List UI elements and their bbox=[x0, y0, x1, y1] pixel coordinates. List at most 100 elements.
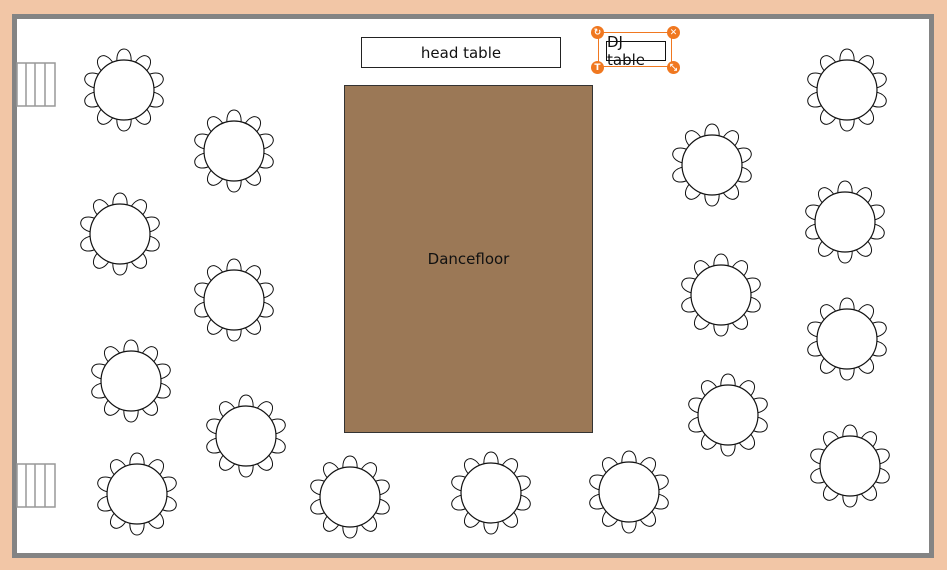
close-icon[interactable]: ✕ bbox=[667, 26, 680, 39]
chair bbox=[359, 514, 378, 532]
chair bbox=[243, 317, 262, 335]
chair bbox=[129, 520, 145, 536]
chair bbox=[819, 55, 838, 73]
table-top bbox=[816, 59, 878, 121]
round-table[interactable] bbox=[809, 424, 891, 508]
round-table[interactable] bbox=[83, 48, 165, 132]
chair bbox=[693, 312, 712, 330]
chair bbox=[140, 398, 159, 416]
chair bbox=[243, 265, 262, 283]
resize-icon[interactable]: ⤡ bbox=[667, 61, 680, 74]
round-table[interactable] bbox=[450, 451, 532, 535]
chair bbox=[96, 55, 115, 73]
chair bbox=[854, 239, 873, 257]
chair bbox=[463, 458, 482, 476]
chair bbox=[322, 462, 341, 480]
chair bbox=[92, 199, 111, 217]
table-top bbox=[681, 134, 743, 196]
selection-box[interactable] bbox=[598, 32, 672, 67]
chair bbox=[684, 182, 703, 200]
round-table[interactable] bbox=[79, 192, 161, 276]
round-table[interactable] bbox=[193, 258, 275, 342]
rotate-icon[interactable]: ↻ bbox=[591, 26, 604, 39]
dj-table-label: DJ table bbox=[607, 33, 645, 69]
chair bbox=[730, 260, 749, 278]
chair bbox=[342, 523, 358, 539]
chair bbox=[817, 187, 836, 205]
chair bbox=[856, 107, 875, 125]
chair bbox=[839, 48, 855, 64]
chair bbox=[737, 380, 756, 398]
chair bbox=[839, 297, 855, 313]
chair bbox=[206, 116, 225, 134]
chair bbox=[255, 401, 274, 419]
dj-table[interactable]: DJ table bbox=[606, 33, 666, 69]
chair bbox=[621, 518, 637, 534]
chair bbox=[238, 462, 254, 478]
chair bbox=[704, 191, 720, 207]
chair bbox=[109, 459, 128, 477]
dancefloor-label: Dancefloor bbox=[427, 250, 510, 268]
stairs bbox=[16, 463, 56, 508]
round-table[interactable] bbox=[205, 394, 287, 478]
chair bbox=[693, 260, 712, 278]
chair bbox=[837, 180, 853, 196]
chair bbox=[839, 116, 855, 132]
chair bbox=[700, 432, 719, 450]
chair bbox=[842, 492, 858, 508]
table-top bbox=[697, 384, 759, 446]
chair bbox=[638, 509, 657, 527]
chair bbox=[146, 459, 165, 477]
chair bbox=[856, 55, 875, 73]
chair bbox=[704, 123, 720, 139]
round-table[interactable] bbox=[309, 455, 391, 539]
chair bbox=[837, 248, 853, 264]
chair bbox=[483, 451, 499, 467]
chair bbox=[226, 258, 242, 274]
chair bbox=[601, 509, 620, 527]
round-table[interactable] bbox=[806, 297, 888, 381]
chair bbox=[713, 253, 729, 269]
dancefloor[interactable]: Dancefloor bbox=[344, 85, 593, 433]
round-table[interactable] bbox=[588, 450, 670, 534]
chair bbox=[206, 317, 225, 335]
round-table[interactable] bbox=[96, 452, 178, 536]
chair bbox=[255, 453, 274, 471]
round-table[interactable] bbox=[193, 109, 275, 193]
round-table[interactable] bbox=[804, 180, 886, 264]
chair bbox=[112, 260, 128, 276]
chair bbox=[839, 365, 855, 381]
round-table[interactable] bbox=[680, 253, 762, 337]
round-table[interactable] bbox=[687, 373, 769, 457]
chair bbox=[721, 130, 740, 148]
chair bbox=[601, 457, 620, 475]
chair bbox=[238, 394, 254, 410]
chair bbox=[621, 450, 637, 466]
table-top bbox=[819, 435, 881, 497]
chair bbox=[243, 168, 262, 186]
head-table[interactable]: head table bbox=[361, 37, 561, 68]
chair bbox=[342, 455, 358, 471]
text-icon[interactable]: T bbox=[591, 61, 604, 74]
chair bbox=[856, 356, 875, 374]
chair bbox=[146, 511, 165, 529]
round-table[interactable] bbox=[806, 48, 888, 132]
table-top bbox=[106, 463, 168, 525]
chair bbox=[700, 380, 719, 398]
head-table-label: head table bbox=[420, 43, 502, 62]
chair bbox=[500, 458, 519, 476]
round-table[interactable] bbox=[671, 123, 753, 207]
chair bbox=[96, 107, 115, 125]
chair bbox=[819, 304, 838, 322]
table-top bbox=[203, 120, 265, 182]
chair bbox=[206, 265, 225, 283]
round-table[interactable] bbox=[90, 339, 172, 423]
chair bbox=[737, 432, 756, 450]
chair bbox=[140, 346, 159, 364]
chair bbox=[103, 398, 122, 416]
chair bbox=[854, 187, 873, 205]
chair bbox=[123, 407, 139, 423]
chair bbox=[720, 373, 736, 389]
chair bbox=[109, 511, 128, 529]
